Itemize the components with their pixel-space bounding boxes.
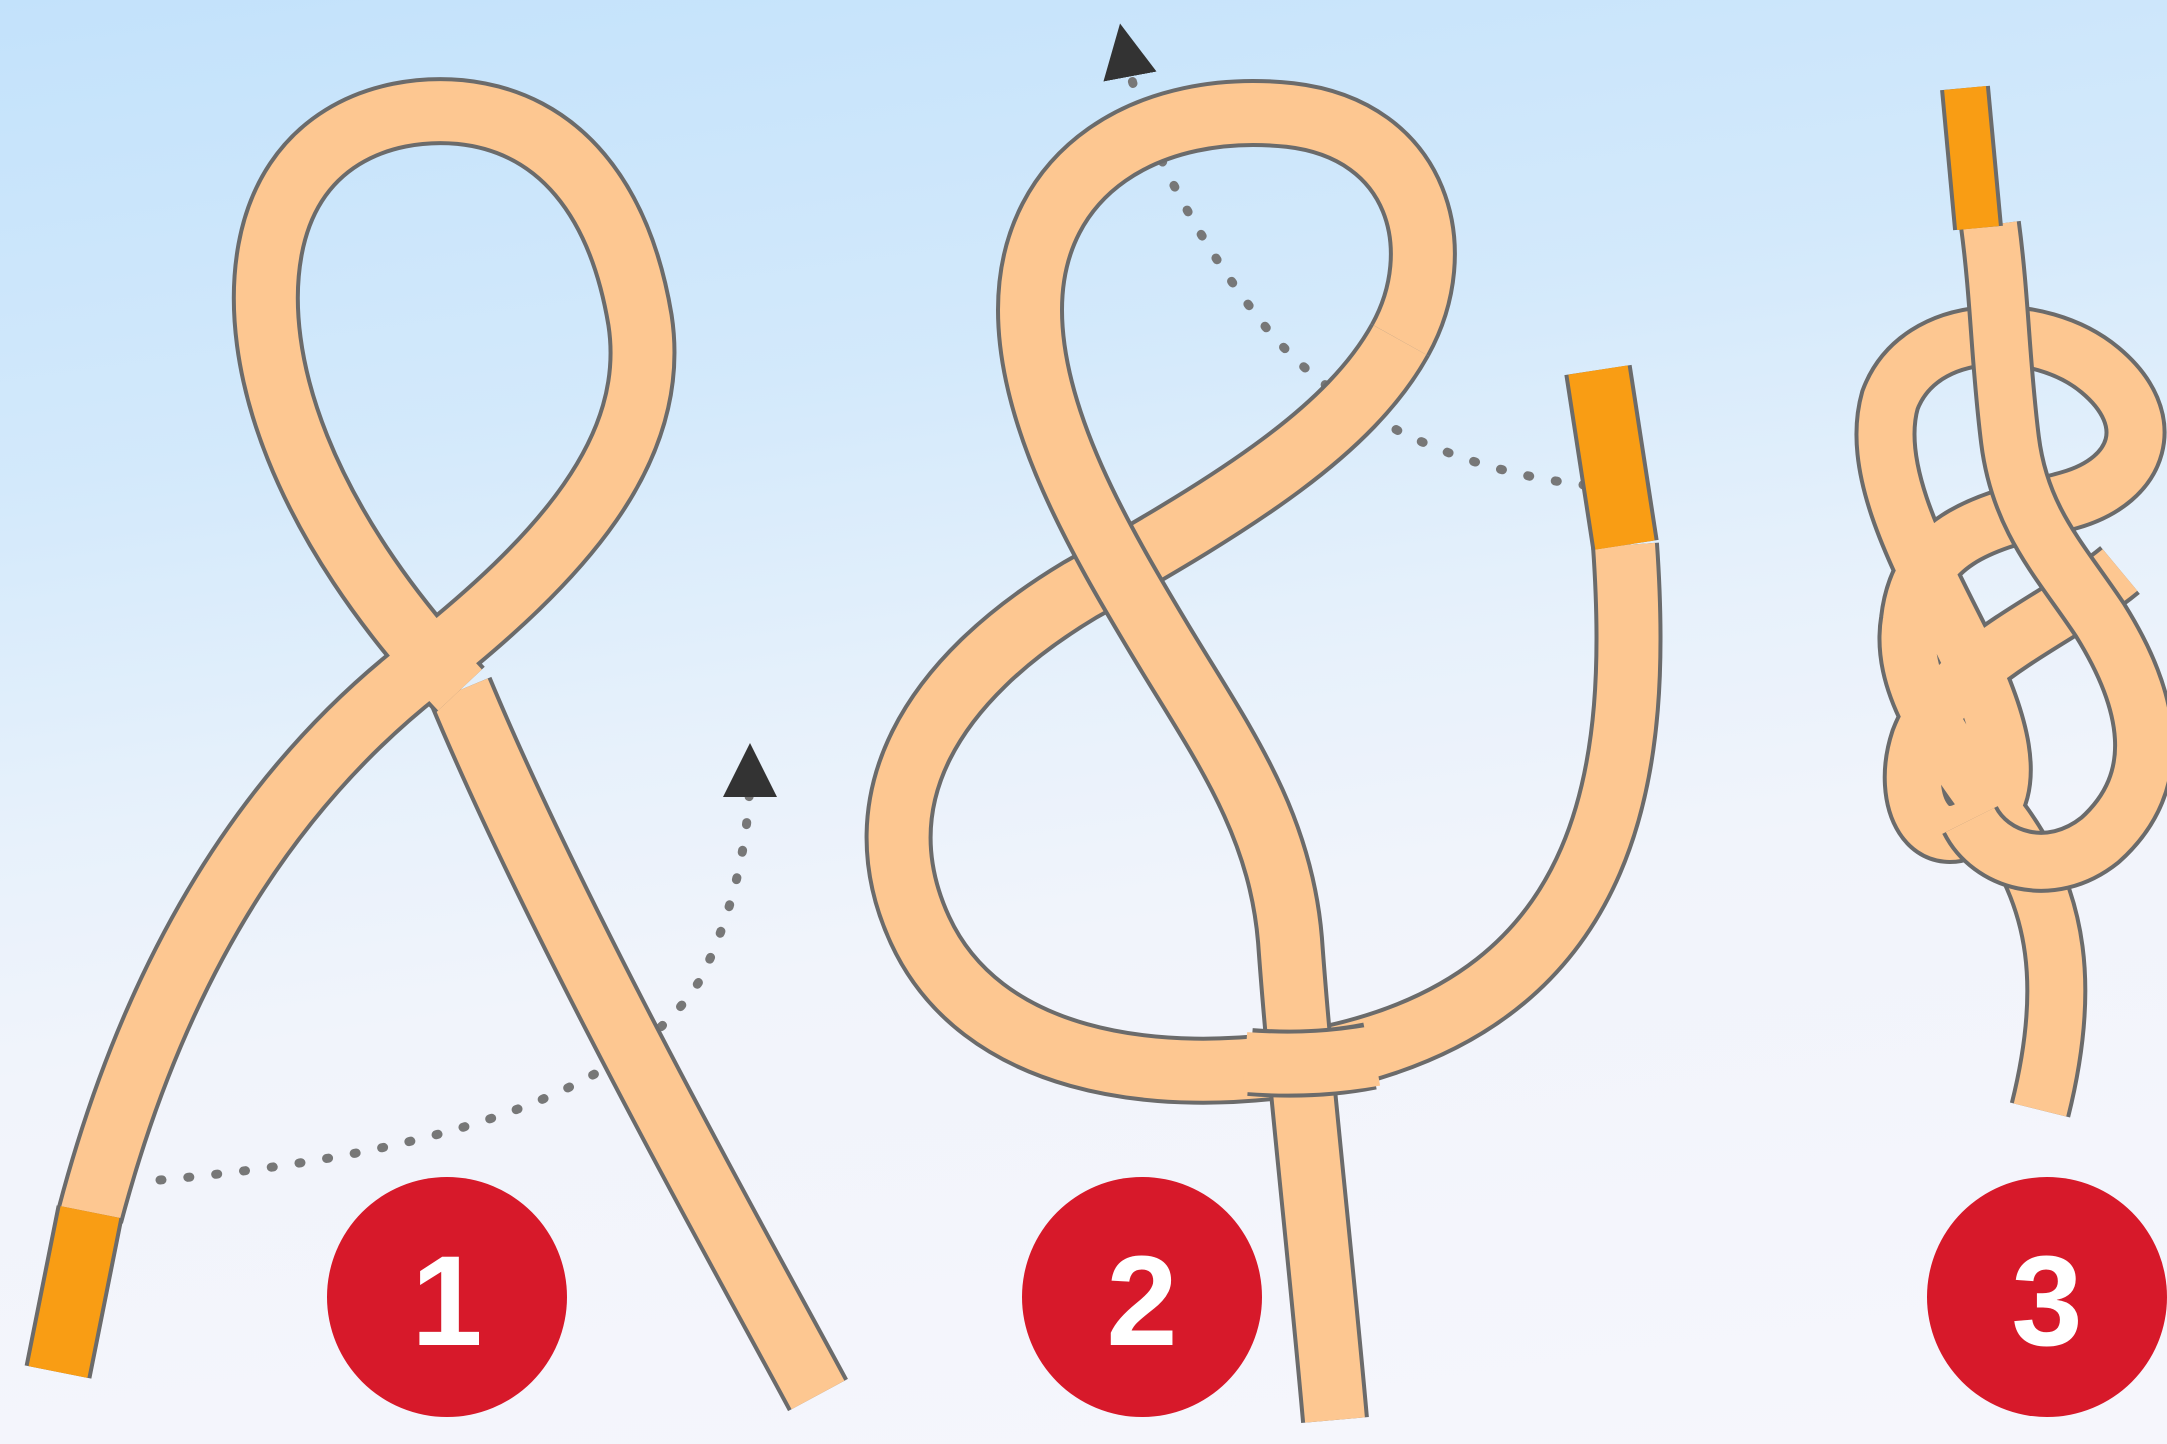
step-2-rope-lower-crossing: [1245, 1056, 1375, 1064]
step-2-badge: 2: [1022, 1177, 1262, 1417]
step-1-number: 1: [411, 1230, 482, 1373]
step-1-illustration: 1: [58, 111, 818, 1417]
step-2-number: 2: [1106, 1230, 1177, 1373]
step-3-number: 3: [2011, 1230, 2082, 1373]
step-1-rope-loop: [90, 111, 643, 1215]
step-1-rope-tip: [58, 1212, 90, 1372]
step-2-illustration: 2: [899, 50, 1629, 1420]
step-3-illustration: 3: [1885, 88, 2167, 1417]
step-1-badge: 1: [327, 1177, 567, 1417]
step-3-rope-tip: [1965, 88, 1978, 228]
step-2-rope-tip: [1598, 370, 1625, 545]
step-3-badge: 3: [1927, 1177, 2167, 1417]
